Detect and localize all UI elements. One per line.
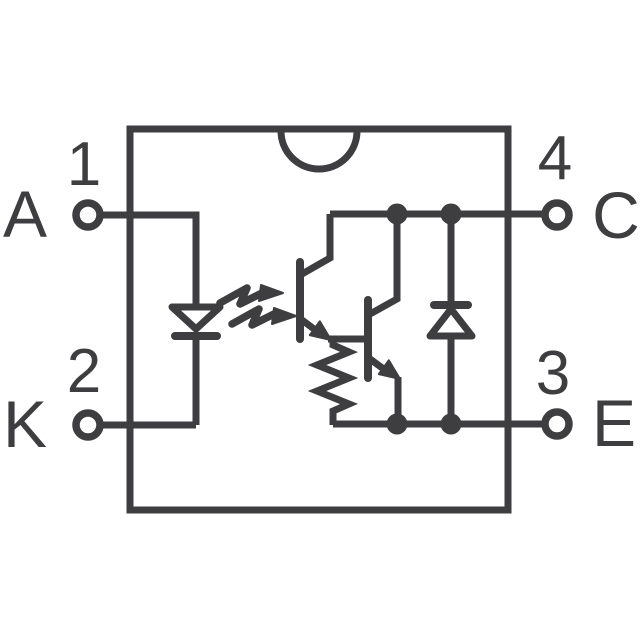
pin-c-label: C	[592, 178, 640, 252]
t1-collector-lead	[300, 214, 334, 278]
pin-e-terminal	[541, 408, 573, 440]
light-arrow-icon	[216, 284, 266, 308]
protection-diode	[426, 214, 476, 424]
junction-dot	[440, 203, 462, 225]
ic-body	[126, 125, 512, 514]
pin-c-terminal	[541, 199, 573, 231]
t2-emitter-arrow-icon	[377, 359, 401, 380]
light-arrowhead-icon	[271, 307, 297, 325]
light-arrow-icon	[228, 305, 278, 329]
pin-emitter: 3 E	[333, 339, 636, 460]
resistor-zigzag-icon	[307, 339, 359, 425]
pin-3-number: 3	[536, 339, 570, 408]
ic-notch-icon	[277, 130, 361, 173]
diode-triangle-icon	[426, 305, 476, 340]
light-emission-arrows	[216, 284, 297, 329]
pin-cathode: 2 K	[3, 337, 196, 461]
base-emitter-resistor	[307, 339, 359, 425]
t2-collector-lead	[368, 214, 401, 318]
pin-k-label: K	[3, 387, 47, 461]
led-triangle-icon	[168, 303, 224, 333]
junction-dot	[440, 413, 462, 435]
t1-emitter-arrow-icon	[308, 320, 332, 341]
output-transistor	[364, 214, 402, 424]
pin-4-number: 4	[538, 124, 572, 193]
ic-body-outline	[126, 125, 512, 514]
pin-e-label: E	[592, 386, 636, 460]
junction-dots	[386, 203, 462, 435]
pin-k-terminal	[72, 409, 104, 441]
pin-2-number: 2	[67, 337, 101, 406]
led-symbol	[168, 303, 224, 425]
phototransistor	[296, 214, 368, 343]
pin-collector: 4 C	[330, 124, 640, 252]
junction-dot	[386, 203, 408, 225]
light-arrowhead-icon	[258, 284, 284, 302]
junction-dot	[386, 413, 408, 435]
pin-a-terminal	[72, 199, 104, 231]
anode-wire	[100, 211, 200, 307]
pin-1-number: 1	[67, 130, 101, 199]
pin-anode: 1 A	[3, 130, 200, 307]
pin-a-label: A	[3, 177, 47, 251]
